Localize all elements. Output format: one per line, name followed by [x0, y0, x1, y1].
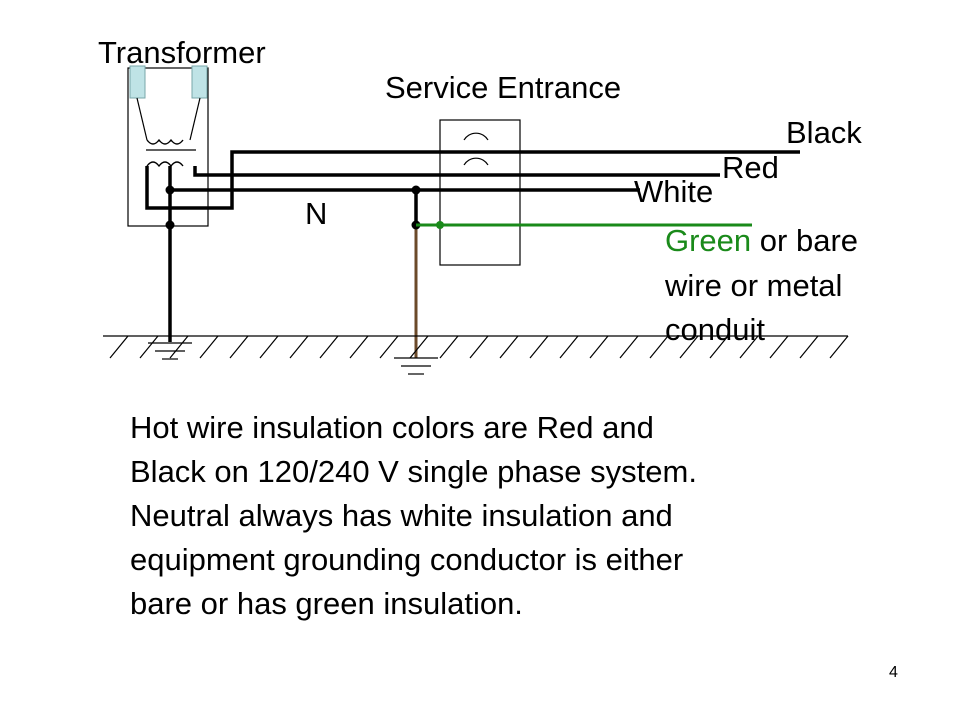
caption-line: bare or has green insulation.	[130, 586, 523, 621]
caption-line: Black on 120/240 V single phase system.	[130, 454, 697, 489]
black-wire-label: Black	[786, 115, 862, 150]
transformer	[127, 65, 209, 227]
green-word: Green	[665, 223, 751, 258]
ground-conductor-label-line1: Green or bare	[665, 223, 858, 258]
caption-line: equipment grounding conductor is either	[130, 542, 684, 577]
service-entrance-panel	[439, 119, 521, 266]
red-wire-label: Red	[722, 150, 779, 185]
earth-ground-line	[103, 335, 849, 359]
green-ground-wire	[416, 221, 752, 229]
ground-conductor-label-line2: wire or metal	[664, 268, 842, 303]
transformer-ground	[165, 166, 175, 342]
service-entrance-label: Service Entrance	[385, 70, 621, 105]
black-wire	[145, 150, 800, 210]
red-wire	[193, 166, 720, 177]
caption-text: Hot wire insulation colors are Red and B…	[130, 406, 870, 626]
transformer-label: Transformer	[98, 35, 266, 70]
service-ground	[411, 185, 421, 358]
ground-symbol-service	[394, 357, 438, 375]
white-wire-label: White	[634, 174, 713, 209]
neutral-label: N	[305, 196, 327, 231]
ground-rest1: or bare	[751, 223, 858, 258]
ground-conductor-label-line3: conduit	[665, 312, 765, 347]
ground-symbol-transformer	[148, 342, 192, 360]
page-number: 4	[889, 664, 898, 681]
caption-line: Hot wire insulation colors are Red and	[130, 410, 654, 445]
caption-line: Neutral always has white insulation and	[130, 498, 673, 533]
